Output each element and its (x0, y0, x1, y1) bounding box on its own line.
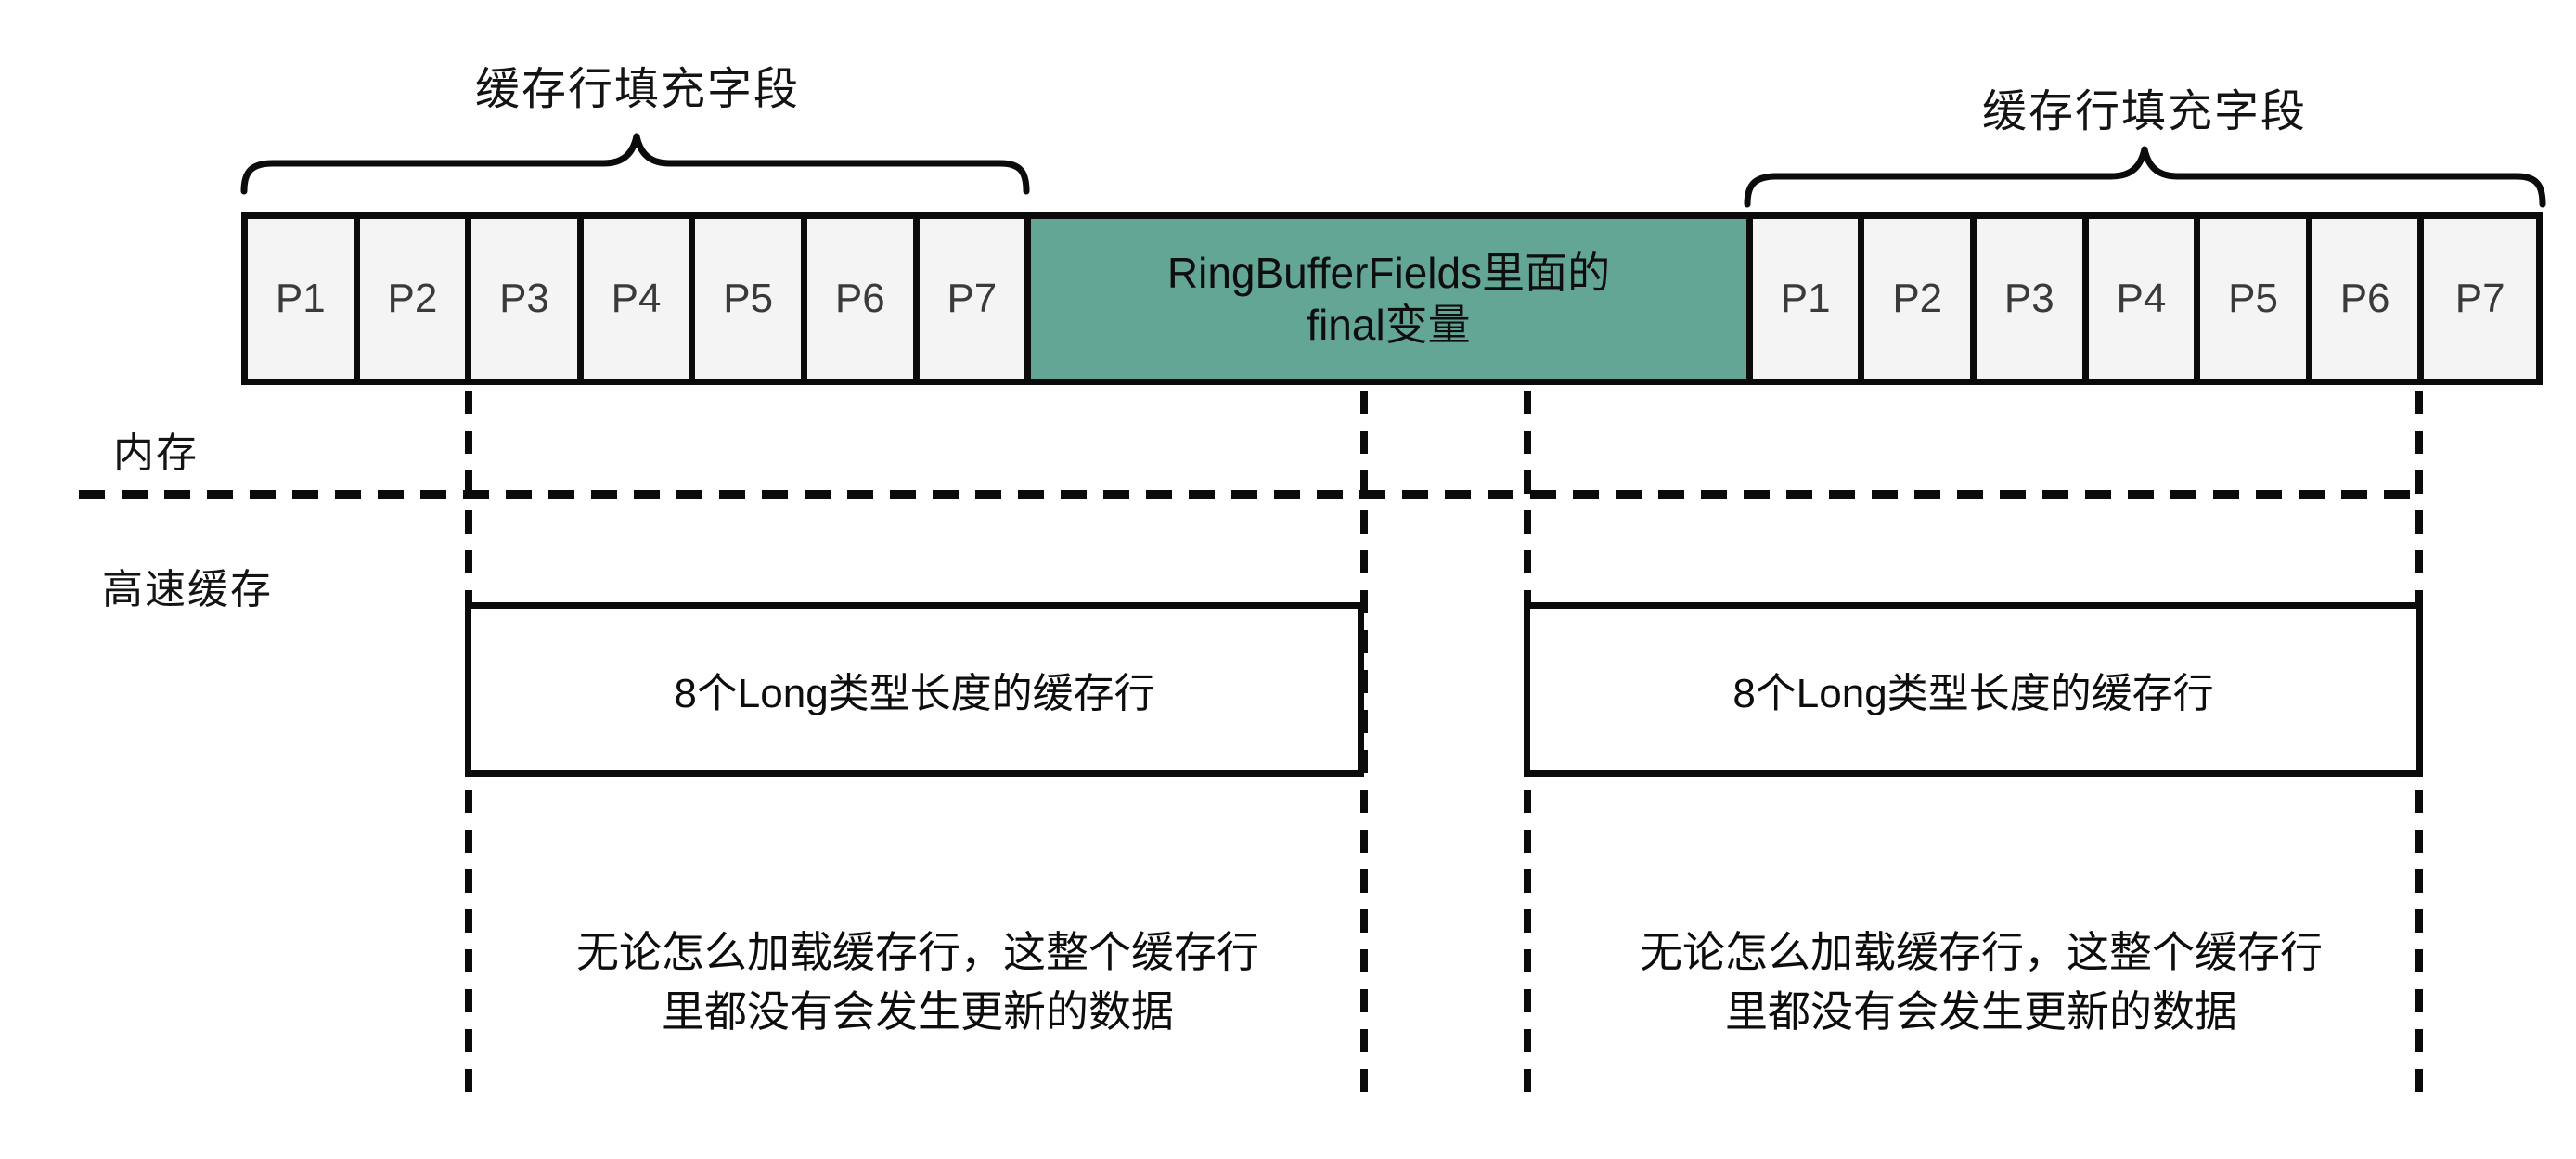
padding-cell: P7 (919, 219, 1032, 379)
padding-cells-right: P1 P2 P3 P4 P5 P6 P7 (1752, 219, 2536, 379)
padding-cell: P5 (2200, 219, 2312, 379)
cache-padding-label-left: 缓存行填充字段 (474, 65, 800, 114)
cache-padding-brace-left (240, 133, 1030, 195)
padding-cell: P4 (583, 219, 696, 379)
note-left-line1: 无论怎么加载缓存行，这整个缓存行 (576, 928, 1259, 976)
cache-line-note-right: 无论怎么加载缓存行，这整个缓存行 里都没有会发生更新的数据 (1471, 922, 2492, 1041)
cache-line-note-left: 无论怎么加载缓存行，这整个缓存行 里都没有会发生更新的数据 (407, 922, 1428, 1041)
ringbuffer-fields-box: RingBufferFields里面的 final变量 (1031, 219, 1753, 379)
note-right-line1: 无论怎么加载缓存行，这整个缓存行 (1640, 928, 2323, 976)
cache-padding-label-right: 缓存行填充字段 (1981, 87, 2307, 136)
cache-line-rect-left-label: 8个Long类型长度的缓存行 (674, 671, 1155, 716)
padding-cell: P4 (2088, 219, 2201, 379)
note-right-line2: 里都没有会发生更新的数据 (1725, 987, 2237, 1036)
cache-line-rect-left: 8个Long类型长度的缓存行 (465, 602, 1364, 777)
padding-cell: P6 (2312, 219, 2425, 379)
padding-cell: P3 (471, 219, 584, 379)
padding-cell: P7 (2424, 219, 2536, 379)
memory-section-label: 内存 (113, 431, 199, 476)
cache-padding-brace-right (1744, 146, 2546, 208)
memory-row: P1 P2 P3 P4 P5 P6 P7 RingBufferFields里面的… (241, 212, 2543, 385)
ringbuffer-fields-line1: RingBufferFields里面的 (1166, 249, 1611, 297)
padding-cell: P1 (1752, 219, 1865, 379)
note-left-line2: 里都没有会发生更新的数据 (662, 987, 1174, 1036)
cache-line-rect-right: 8个Long类型长度的缓存行 (1524, 602, 2423, 777)
padding-cell: P2 (359, 219, 472, 379)
padding-cell: P6 (806, 219, 920, 379)
padding-cell: P1 (248, 219, 360, 379)
cache-line-rect-right-label: 8个Long类型长度的缓存行 (1732, 671, 2214, 716)
ringbuffer-fields-line2: final变量 (1307, 301, 1471, 349)
padding-cell: P5 (695, 219, 807, 379)
padding-cell: P2 (1864, 219, 1977, 379)
padding-cells-left: P1 P2 P3 P4 P5 P6 P7 (248, 219, 1032, 379)
padding-cell: P3 (1977, 219, 2089, 379)
cache-section-label: 高速缓存 (102, 567, 273, 612)
